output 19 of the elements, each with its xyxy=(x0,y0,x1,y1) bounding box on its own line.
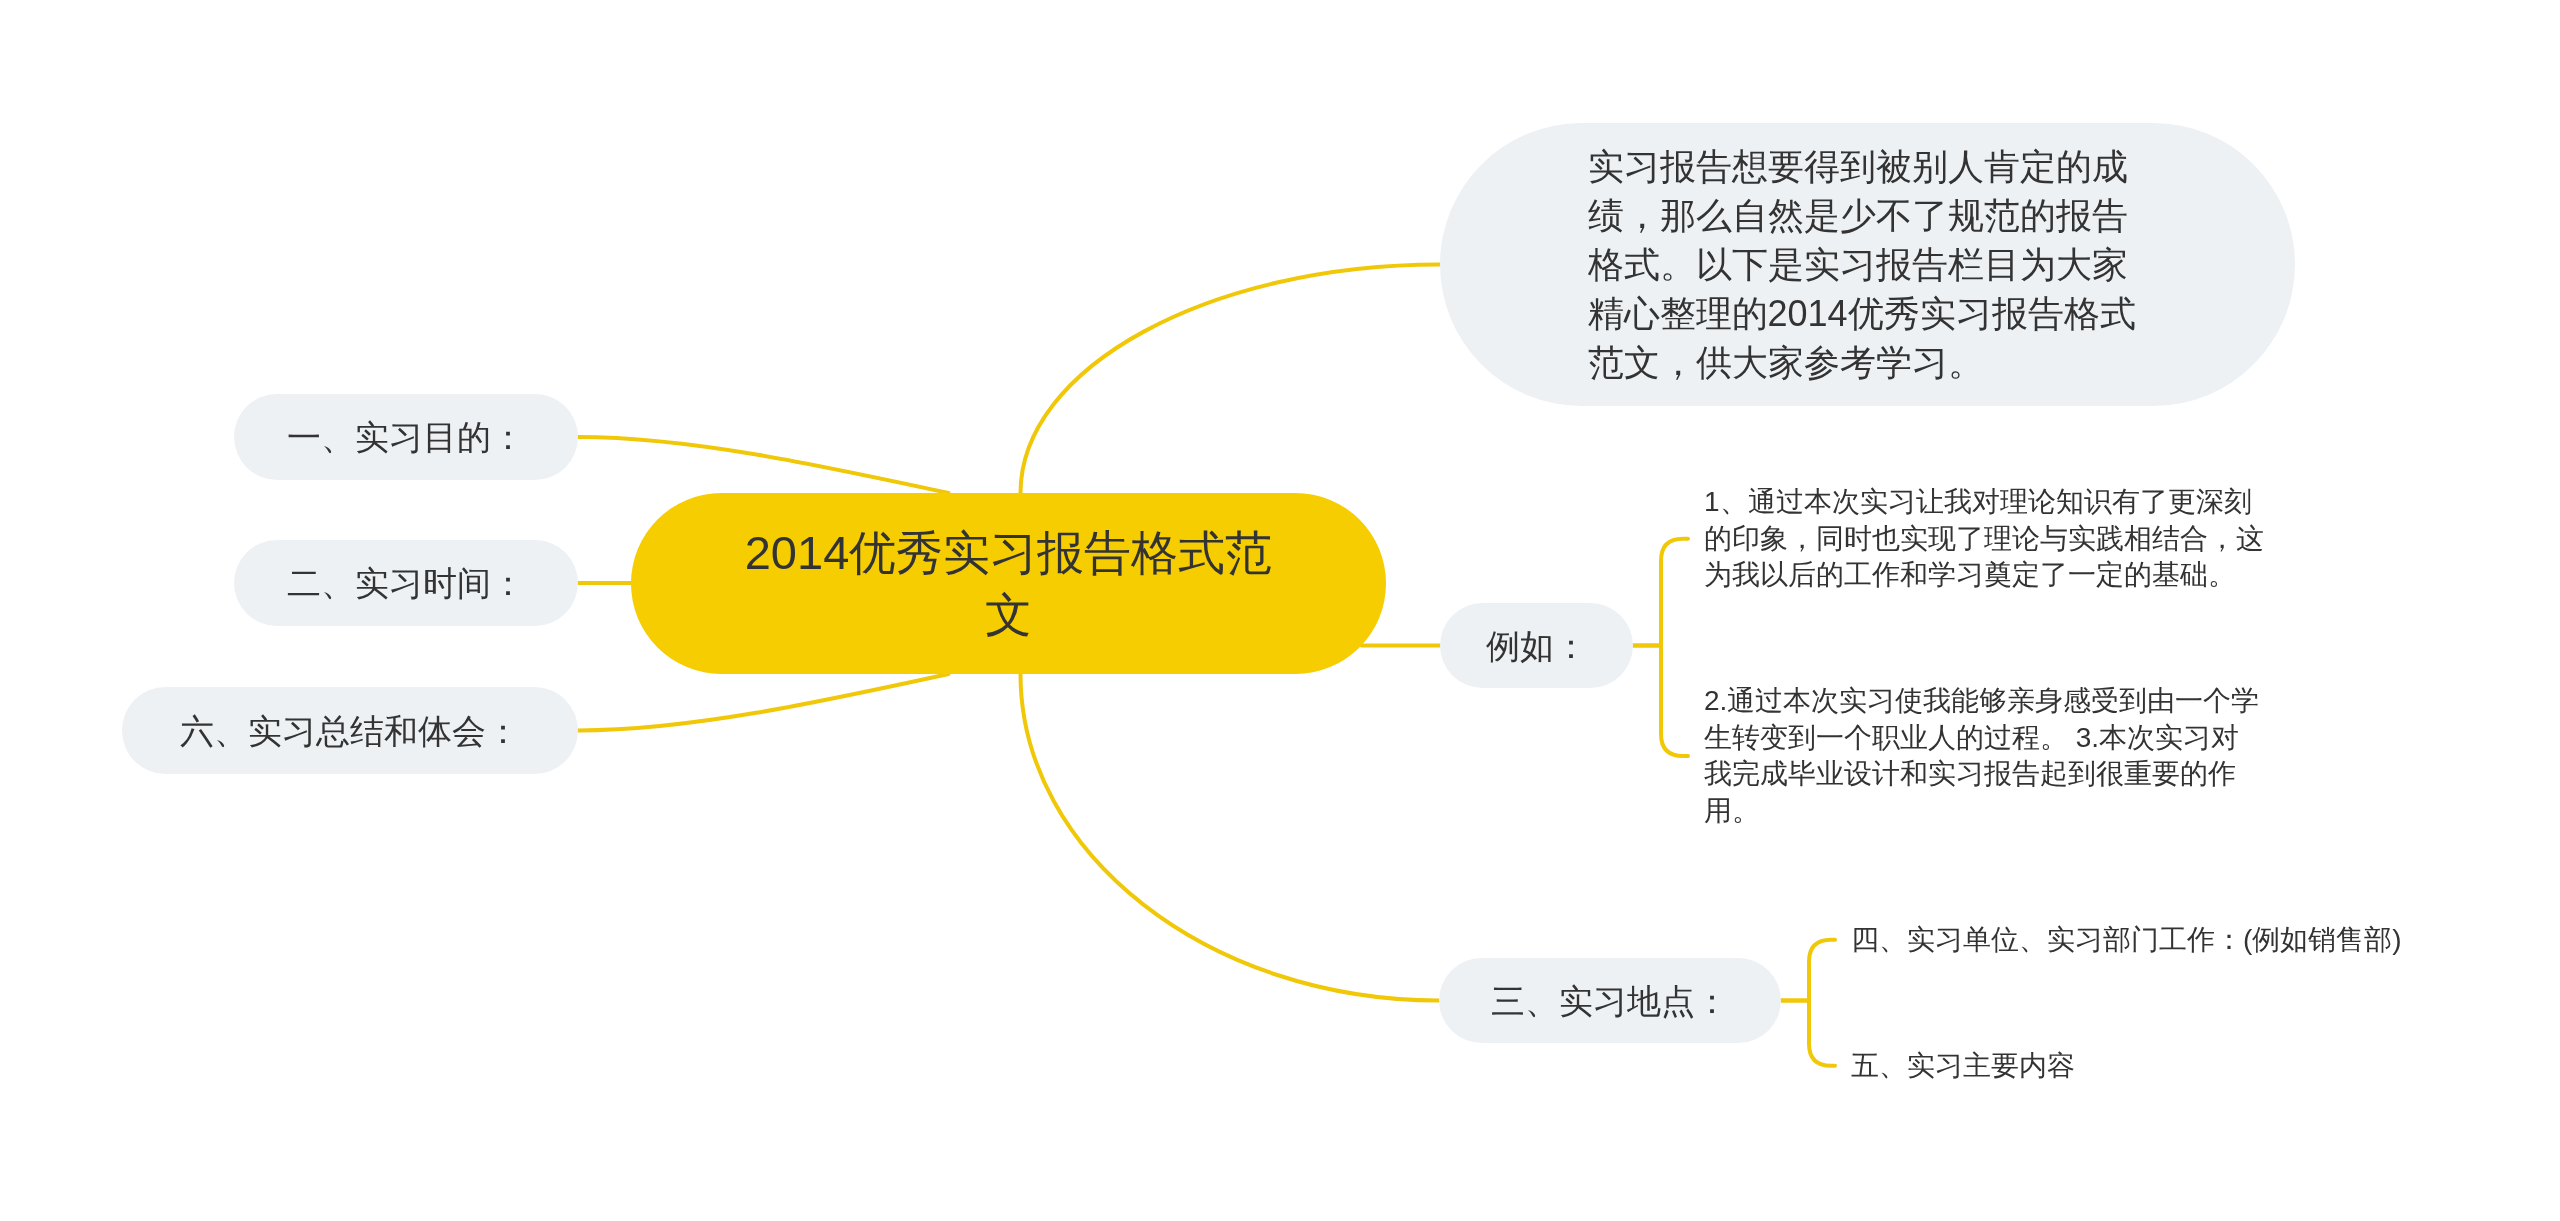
branch-label: 六、实习总结和体会： xyxy=(180,710,520,751)
connector-line xyxy=(1018,672,1441,1003)
branch-label: 例如： xyxy=(1485,625,1588,666)
branch-label: 二、实习时间： xyxy=(287,563,525,603)
central-topic-title: 2014优秀实习报告格式范文 xyxy=(743,524,1274,643)
branch-text: 五、实习主要内容 xyxy=(1851,1047,2075,1084)
connector-line xyxy=(1631,643,1690,758)
connector-line xyxy=(1779,998,1837,1068)
branch-text: 1、通过本次实习让我对理论知识有了更深刻的印象，同时也实现了理论与实践相结合，这为我以后的工作和学习奠定了一定的基础。 xyxy=(1704,484,2266,594)
connector-line xyxy=(576,672,951,733)
connector-line xyxy=(576,581,633,585)
connector-line xyxy=(576,435,951,495)
branch-text: 四、实习单位、实习部门工作：(例如销售部) xyxy=(1851,921,2402,958)
note-text: 实习报告想要得到被别人肯定的成绩，那么自然是少不了规范的报告格式。以下是实习报告栏目为大家精心整理的2014优秀实习报告格式范文，供大家参考学习。 xyxy=(1587,145,2137,385)
connector-line xyxy=(1359,643,1442,648)
branch-label: 三、实习地点： xyxy=(1491,980,1729,1021)
branch-label: 一、实习目的： xyxy=(287,417,525,457)
connector-line xyxy=(1018,262,1442,495)
branch-text: 2.通过本次实习使我能够亲身感受到由一个学生转变到一个职业人的过程。 3.本次实习对我完成毕业设计和实习报告起到很重要的作用。 xyxy=(1704,683,2266,829)
